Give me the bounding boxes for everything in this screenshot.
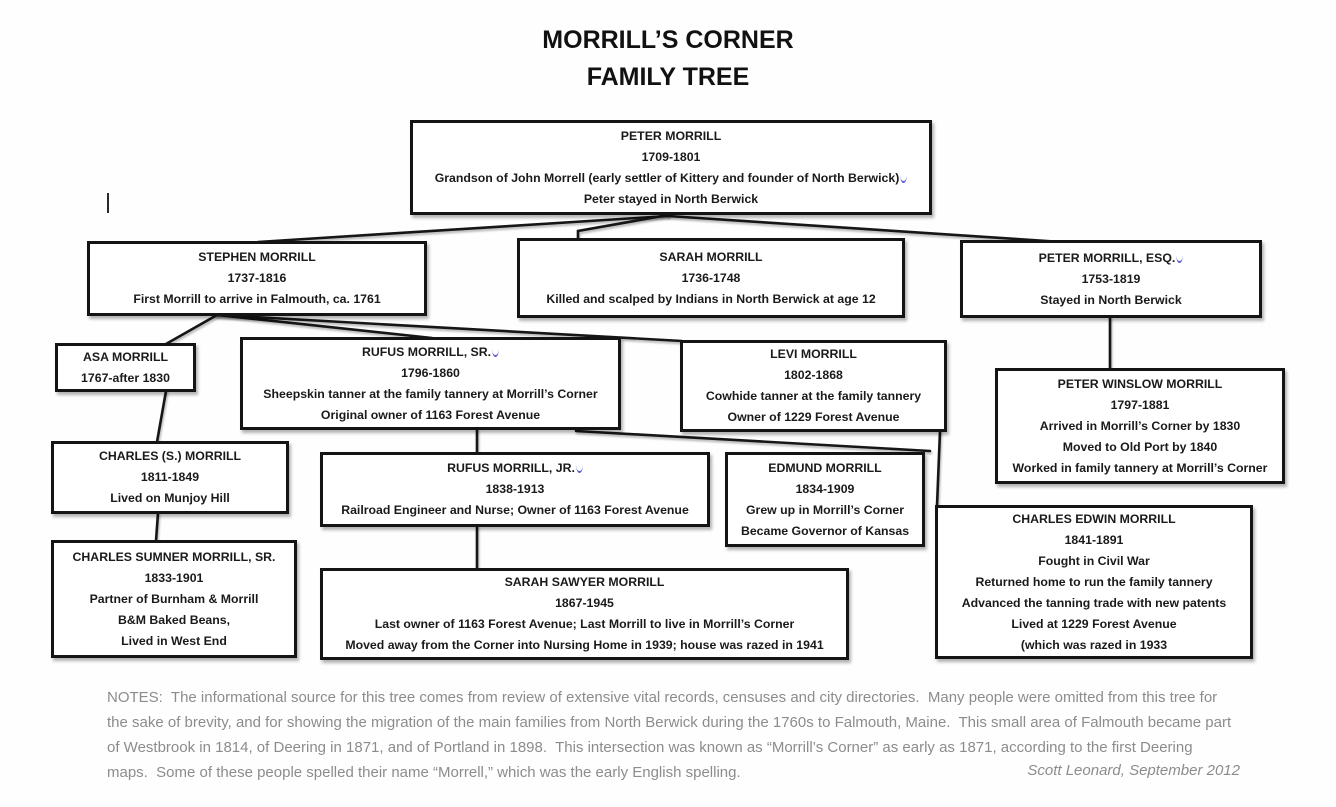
person-name: EDMUND MORRILL (768, 460, 882, 475)
node-asa-morrill: ASA MORRILL 1767-after 1830 (55, 343, 196, 392)
person-name: LEVI MORRILL (770, 347, 857, 361)
node-charles-edwin-morrill: CHARLES EDWIN MORRILL 1841-1891 Fought i… (935, 505, 1253, 659)
node-charles-s-morrill: CHARLES (S.) MORRILL 1811-1849 Lived on … (51, 441, 289, 514)
person-detail: Lived in West End (121, 633, 227, 648)
spellcheck-squiggle-icon (492, 349, 500, 357)
connector-peter-stephen (256, 214, 670, 244)
person-name: ASA MORRILL (83, 349, 168, 364)
person-detail: Advanced the tanning trade with new pate… (961, 595, 1227, 610)
person-years: 1709-1801 (641, 149, 701, 164)
person-detail: Grew up in Morrill’s Corner (745, 502, 905, 517)
person-name: SARAH MORRILL (659, 249, 763, 264)
node-levi-morrill: LEVI MORRILL 1802-1868 Cowhide tanner at… (680, 340, 947, 432)
connector-levi-charlesedwin (935, 429, 942, 508)
person-name: SARAH SAWYER MORRILL (504, 575, 665, 589)
person-detail: Peter stayed in North Berwick (583, 191, 759, 206)
person-years: 1834-1909 (795, 481, 855, 496)
person-detail: Original owner of 1163 Forest Avenue (320, 407, 541, 422)
person-detail: Lived on Munjoy Hill (110, 491, 230, 505)
person-detail: Railroad Engineer and Nurse; Owner of 11… (341, 503, 689, 517)
person-years: 1867-1945 (555, 596, 614, 610)
person-years: 1802-1868 (784, 368, 843, 382)
node-rufus-morrill-jr: RUFUS MORRILL, JR. 1838-1913 Railroad En… (320, 452, 710, 527)
person-name: CHARLES EDWIN MORRILL (1012, 511, 1176, 526)
person-years: 1753-1819 (1081, 271, 1141, 286)
attribution-text: Scott Leonard, September 2012 (1027, 762, 1240, 779)
person-years: 1737-1816 (227, 271, 287, 285)
node-peter-winslow-morrill: PETER WINSLOW MORRILL 1797-1881 Arrived … (995, 368, 1285, 484)
person-years: 1767-after 1830 (81, 370, 170, 385)
person-detail: First Morrill to arrive in Falmouth, ca.… (133, 292, 381, 306)
person-detail: Returned home to run the family tannery (975, 574, 1213, 589)
person-detail: Moved to Old Port by 1840 (1062, 439, 1218, 454)
node-peter-morrill-esq: PETER MORRILL, ESQ. 1753-1819 Stayed in … (960, 240, 1262, 318)
person-name: PETER MORRILL (620, 128, 722, 143)
title-line-2: FAMILY TREE (586, 63, 750, 91)
person-detail: Lived at 1229 Forest Avenue (1011, 616, 1177, 631)
connector-stephen-levi (215, 313, 684, 343)
person-name: RUFUS MORRILL, SR. (243, 342, 618, 363)
person-detail: Became Governor of Kansas (740, 523, 910, 538)
person-detail: Stayed in North Berwick (1040, 292, 1182, 307)
person-detail: Owner of 1229 Forest Avenue (727, 410, 900, 424)
person-detail: B&M Baked Beans, (117, 612, 231, 627)
node-charles-sumner-morrill-sr: CHARLES SUMNER MORRILL, SR. 1833-1901 Pa… (51, 540, 297, 658)
person-years: 1841-1891 (1064, 532, 1124, 547)
node-sarah-morrill: SARAH MORRILL 1736-1748 Killed and scalp… (517, 238, 905, 318)
person-detail: Worked in family tannery at Morrill’s Co… (1012, 460, 1268, 475)
node-stephen-morrill: STEPHEN MORRILL 1737-1816 First Morrill … (87, 241, 427, 316)
notes-paragraph: NOTES: The informational source for this… (107, 689, 1236, 781)
person-years: 1838-1913 (485, 482, 545, 496)
person-name: PETER MORRILL, ESQ. (963, 248, 1259, 269)
person-name: CHARLES (S.) MORRILL (98, 449, 242, 463)
person-name: STEPHEN MORRILL (198, 250, 316, 264)
spellcheck-squiggle-icon (575, 465, 583, 473)
person-detail: Cowhide tanner at the family tannery (705, 389, 922, 403)
person-years: 1736-1748 (681, 270, 741, 285)
person-years: 1811-1849 (140, 470, 200, 484)
person-detail: Killed and scalped by Indians in North B… (546, 291, 876, 306)
connector-peter-sarah (576, 213, 670, 242)
node-rufus-morrill-sr: RUFUS MORRILL, SR. 1796-1860 Sheepskin t… (240, 337, 621, 430)
spellcheck-squiggle-icon (1176, 255, 1184, 263)
node-sarah-sawyer-morrill: SARAH SAWYER MORRILL 1867-1945 Last owne… (320, 568, 849, 660)
title-line-1: MORRILL’S CORNER (542, 26, 794, 54)
person-years: 1797-1881 (1110, 397, 1170, 412)
person-years: 1796-1860 (401, 365, 460, 380)
person-detail: Last owner of 1163 Forest Avenue; Last M… (374, 617, 795, 631)
page-title: MORRILL’S CORNER FAMILY TREE (0, 22, 1336, 96)
person-detail: Moved away from the Corner into Nursing … (345, 638, 824, 652)
person-years: 1833-1901 (144, 570, 204, 585)
connector-stephen-asa (164, 313, 219, 346)
spellcheck-squiggle-icon (900, 175, 908, 183)
connector-peter-peteresq (666, 214, 1064, 244)
person-detail: Arrived in Morrill’s Corner by 1830 (1039, 418, 1241, 433)
person-name: RUFUS MORRILL, JR. (323, 458, 707, 479)
stray-cursor-mark (107, 193, 109, 213)
connector-charless-charlessumner (154, 511, 160, 543)
person-detail: Partner of Burnham & Morrill (89, 591, 259, 606)
person-detail: Sheepskin tanner at the family tannery a… (263, 386, 598, 401)
node-edmund-morrill: EDMUND MORRILL 1834-1909 Grew up in Morr… (725, 452, 925, 547)
connector-asa-charless (155, 389, 168, 444)
connector-stephen-rufussr (215, 313, 434, 340)
person-name: CHARLES SUMNER MORRILL, SR. (72, 549, 276, 564)
person-detail: (which was razed in 1933 (1020, 637, 1168, 652)
person-detail: Grandson of John Morrell (early settler … (413, 168, 929, 189)
person-detail: Fought in Civil War (1038, 553, 1150, 568)
connector-rufussr-edmund (574, 429, 932, 453)
person-name: PETER WINSLOW MORRILL (1057, 376, 1223, 391)
node-peter-morrill: PETER MORRILL 1709-1801 Grandson of John… (410, 120, 932, 215)
